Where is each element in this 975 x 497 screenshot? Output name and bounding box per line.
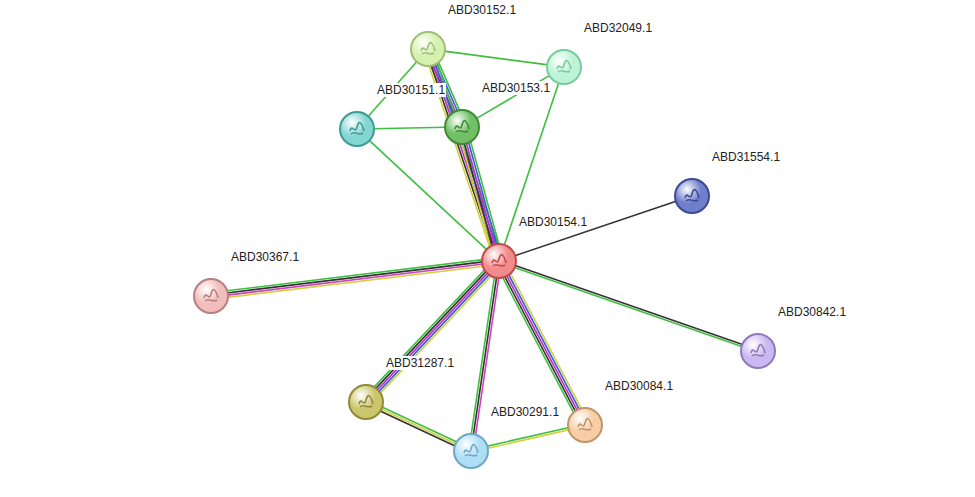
evidence-line	[377, 273, 488, 391]
node-label: ABD30367.1	[230, 250, 300, 264]
interaction-edge	[514, 201, 677, 256]
evidence-line	[464, 143, 492, 246]
node-circle	[410, 31, 446, 67]
interaction-edge	[462, 141, 499, 246]
structure-icon	[554, 57, 574, 77]
node-circle	[348, 384, 384, 420]
node-circle	[740, 333, 776, 369]
evidence-line	[227, 266, 483, 297]
interaction-edge	[476, 75, 550, 119]
protein-node: ABD30154.1	[481, 243, 517, 279]
interaction-edge	[514, 265, 743, 347]
node-label: ABD30151.1	[376, 83, 446, 97]
interaction-edge	[486, 427, 569, 448]
evidence-line	[226, 260, 482, 291]
evidence-line	[227, 264, 483, 295]
evidence-line	[514, 201, 677, 256]
interaction-edge	[374, 270, 491, 394]
evidence-line	[468, 142, 496, 245]
structure-icon	[452, 117, 472, 137]
evidence-line	[380, 276, 491, 394]
structure-icon	[418, 39, 438, 59]
evidence-line	[508, 274, 579, 410]
evidence-line	[375, 271, 486, 389]
node-label: ABD30084.1	[604, 379, 674, 393]
evidence-line	[374, 270, 485, 388]
structure-icon	[461, 441, 481, 461]
evidence-line	[380, 409, 456, 444]
protein-node: ABD30151.1	[339, 111, 375, 147]
evidence-line	[379, 274, 490, 392]
evidence-line	[227, 262, 483, 293]
evidence-line	[510, 273, 581, 409]
node-circle	[674, 178, 710, 214]
protein-node: ABD30153.1	[444, 109, 480, 145]
node-circle	[444, 109, 480, 145]
protein-node: ABD30152.1	[410, 31, 446, 67]
structure-icon	[347, 119, 367, 139]
node-circle	[546, 49, 582, 85]
evidence-line	[466, 142, 494, 245]
evidence-line	[503, 277, 574, 413]
interaction-edge	[380, 407, 458, 446]
node-circle	[453, 433, 489, 469]
evidence-line	[476, 75, 550, 119]
evidence-line	[487, 430, 570, 449]
evidence-line	[470, 141, 498, 244]
protein-node: ABD30291.1	[453, 433, 489, 469]
evidence-line	[462, 144, 490, 247]
node-label: ABD30152.1	[447, 3, 517, 17]
node-circle	[339, 111, 375, 147]
node-circle	[481, 243, 517, 279]
protein-node: ABD31287.1	[348, 384, 384, 420]
structure-icon	[356, 392, 376, 412]
protein-node: ABD30084.1	[567, 407, 603, 443]
interaction-edge	[503, 273, 582, 413]
node-label: ABD31554.1	[711, 150, 781, 164]
node-circle	[193, 278, 229, 314]
protein-node: ABD30842.1	[740, 333, 776, 369]
evidence-line	[381, 407, 457, 442]
node-label: ABD30153.1	[481, 81, 551, 95]
node-label: ABD30291.1	[490, 405, 560, 419]
evidence-line	[373, 127, 446, 128]
evidence-line	[514, 267, 743, 346]
protein-node: ABD32049.1	[546, 49, 582, 85]
structure-icon	[748, 341, 768, 361]
evidence-line	[504, 276, 575, 412]
evidence-line	[486, 427, 569, 446]
protein-node: ABD31554.1	[674, 178, 710, 214]
node-label: ABD30842.1	[777, 305, 847, 319]
evidence-line	[380, 411, 456, 446]
interaction-edge	[373, 127, 446, 128]
structure-icon	[682, 186, 702, 206]
structure-icon	[575, 415, 595, 435]
evidence-line	[444, 51, 548, 65]
node-label: ABD31287.1	[385, 356, 455, 370]
protein-node: ABD30367.1	[193, 278, 229, 314]
node-label: ABD32049.1	[583, 21, 653, 35]
interaction-edge	[226, 260, 483, 298]
structure-icon	[201, 286, 221, 306]
interaction-edge	[444, 51, 548, 65]
structure-icon	[489, 251, 509, 271]
node-circle	[567, 407, 603, 443]
evidence-line	[506, 275, 577, 411]
node-label: ABD30154.1	[518, 215, 588, 229]
evidence-line	[514, 265, 743, 344]
